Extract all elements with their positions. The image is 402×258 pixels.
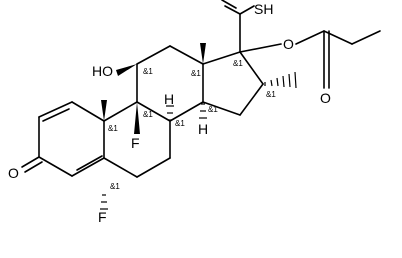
atom-label-ester-oxygen: O bbox=[283, 36, 294, 52]
stereo-marker-c17: &1 bbox=[233, 59, 243, 68]
atom-label-ketone-oxygen: O bbox=[8, 165, 19, 181]
atom-label-sh: SH bbox=[254, 1, 273, 17]
stereo-marker-c10: &1 bbox=[108, 124, 118, 133]
atom-label-carbonyl-oxygen: O bbox=[320, 90, 331, 106]
atom-label-hydrogen-14: H bbox=[198, 121, 208, 137]
atom-label-ho: HO bbox=[92, 63, 113, 79]
stereo-marker-c14: &1 bbox=[208, 105, 218, 114]
stereo-bonds bbox=[100, 43, 297, 210]
atom-label-fluorine-9: F bbox=[131, 135, 140, 151]
stereo-marker-c13: &1 bbox=[191, 69, 201, 78]
bond-lines bbox=[21, 0, 381, 178]
stereo-marker-c11: &1 bbox=[143, 67, 153, 76]
stereo-marker-c8: &1 bbox=[175, 119, 185, 128]
atom-label-fluorine-6: F bbox=[98, 209, 107, 225]
atom-label-hydrogen-8: H bbox=[164, 91, 174, 107]
stereo-markers: &1 &1 &1 &1 &1 &1 &1 &1 &1 bbox=[108, 59, 276, 191]
stereo-marker-c9: &1 bbox=[143, 110, 153, 119]
atom-labels: SH HO O O O F F H H bbox=[8, 1, 331, 225]
stereo-marker-c6: &1 bbox=[110, 182, 120, 191]
stereo-marker-c16: &1 bbox=[266, 90, 276, 99]
